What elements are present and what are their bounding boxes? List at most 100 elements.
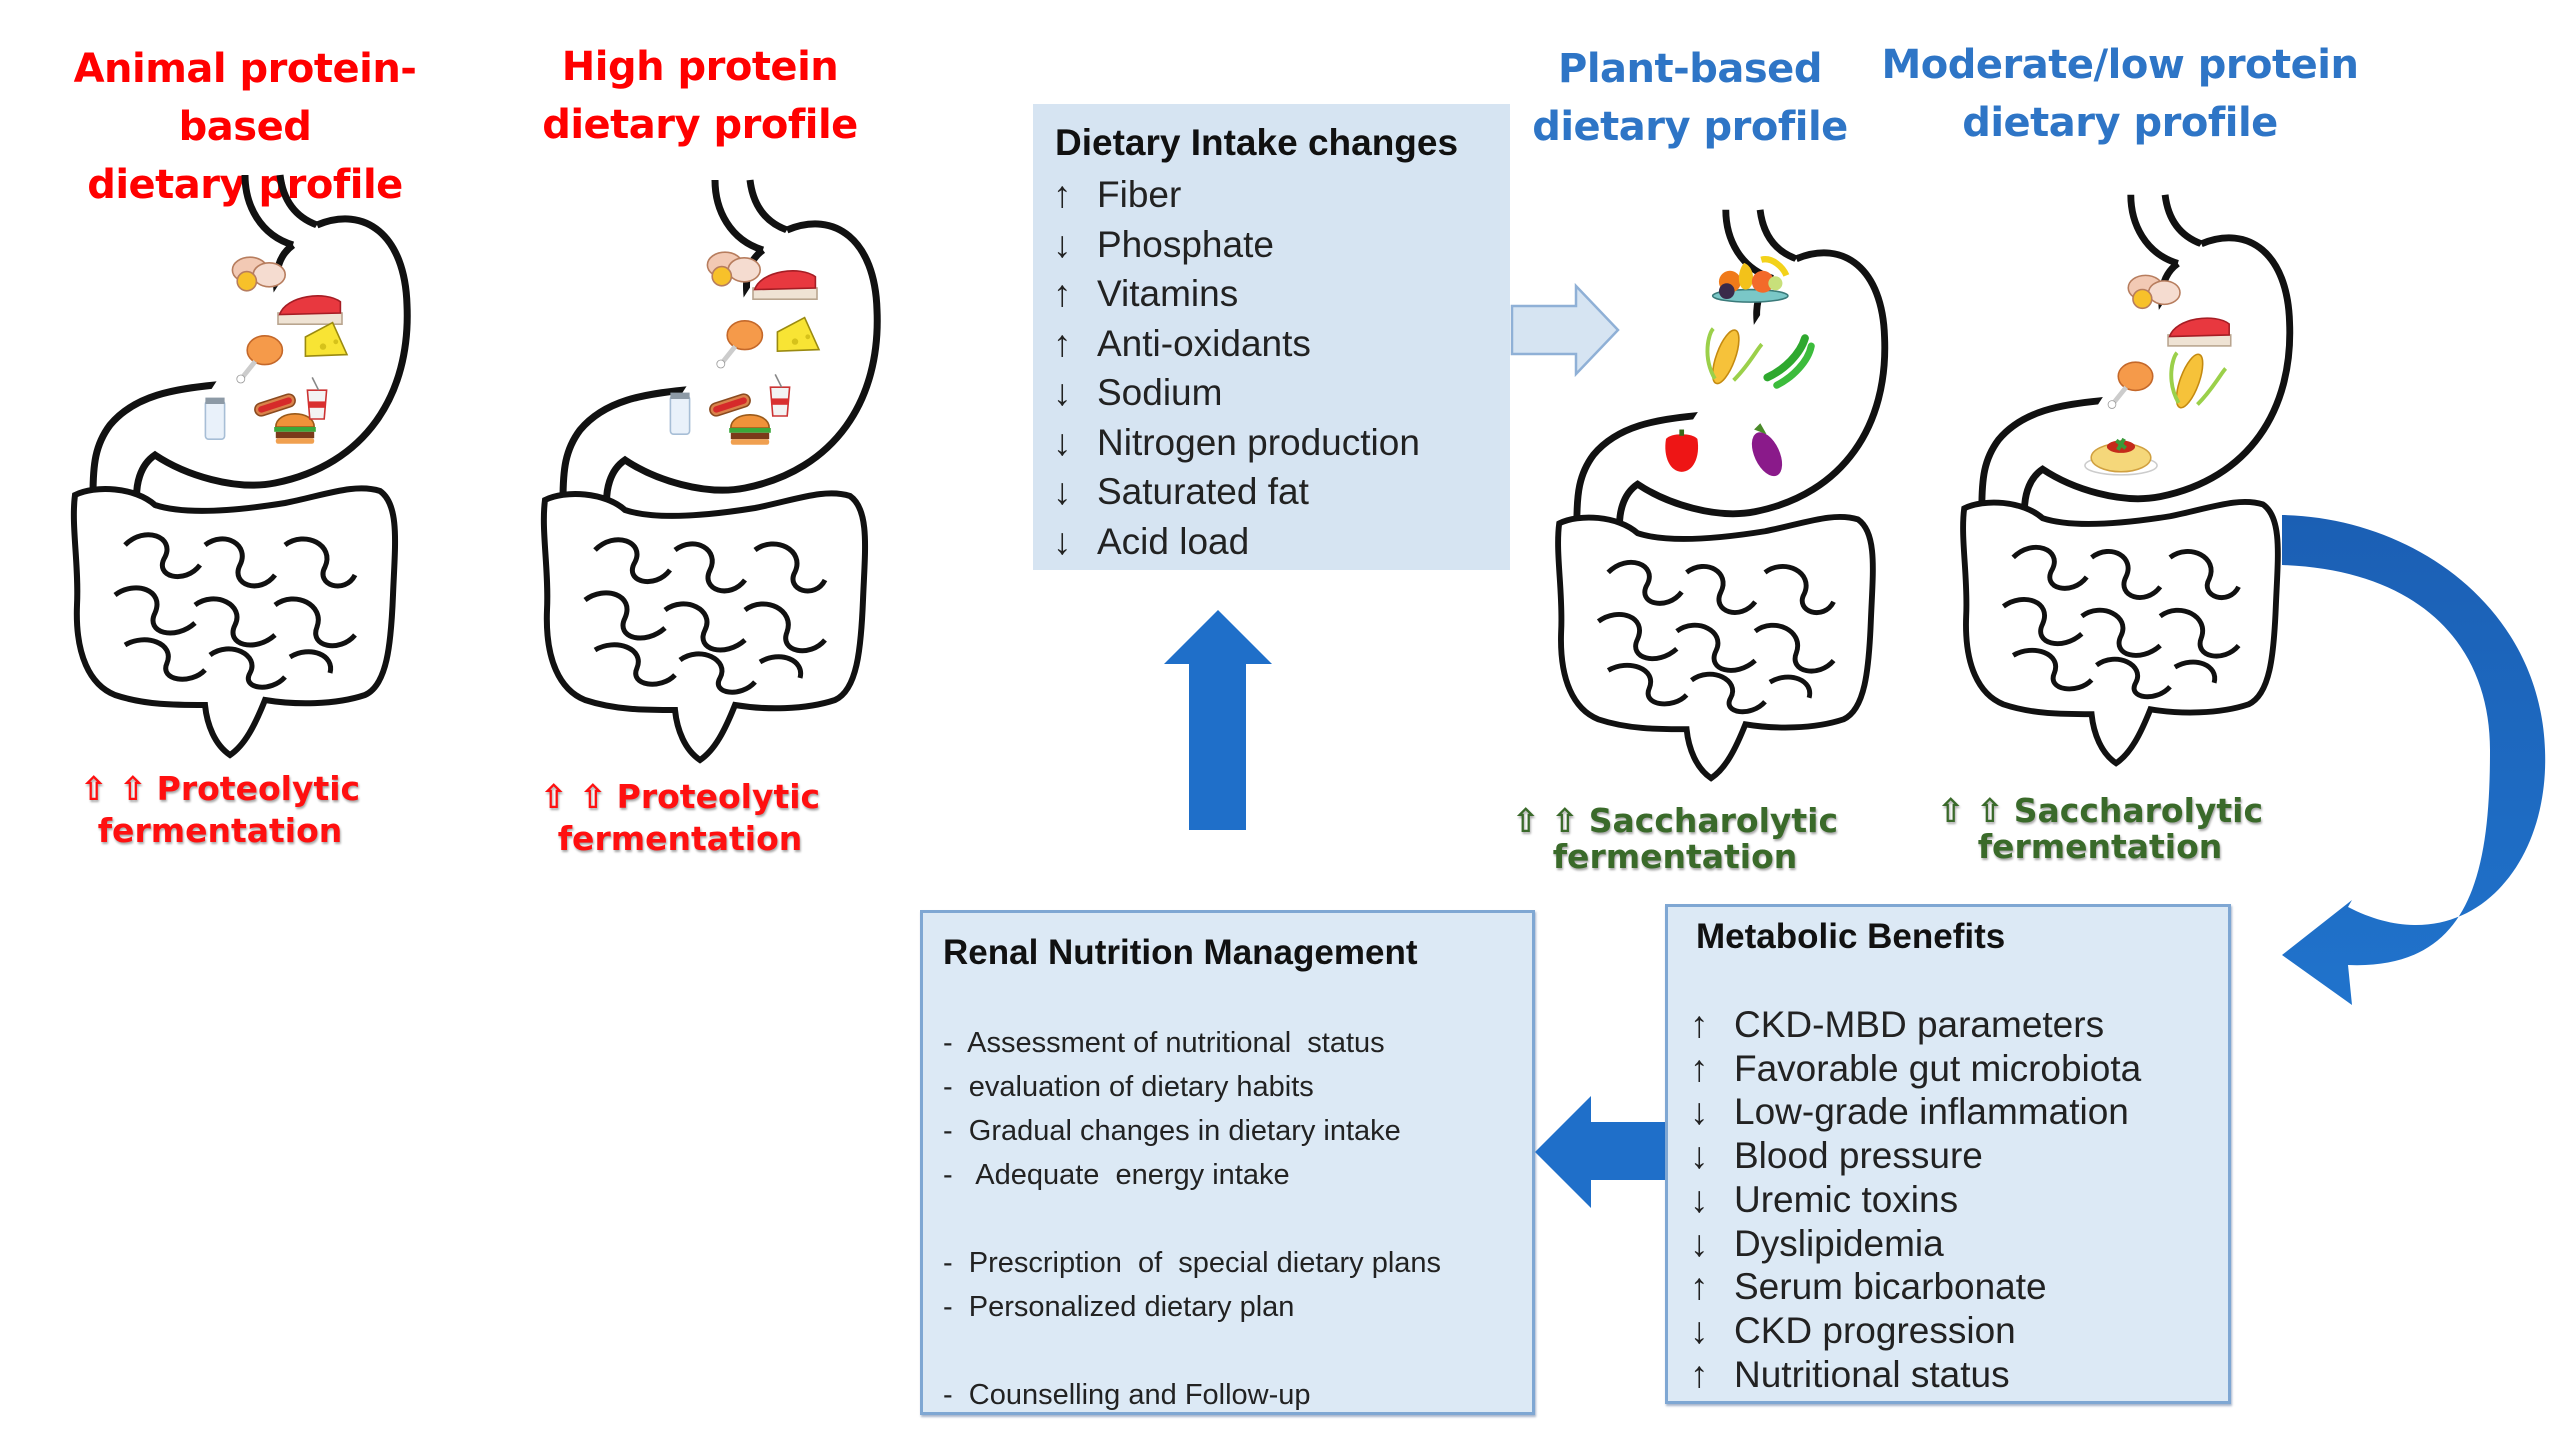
stomach-intestine-icon <box>1960 194 2294 767</box>
direction-arrow-icon: ↓ <box>1690 1309 1709 1351</box>
intake-item: ↓Phosphate <box>1053 220 1510 270</box>
fermentation-type: Proteolytic <box>156 769 361 808</box>
renal-item: - Personalized dietary plan <box>943 1291 1295 1323</box>
metabolic-title: Metabolic Benefits <box>1696 917 2006 956</box>
metabolic-item-label: CKD progression <box>1734 1309 2016 1351</box>
profile-title-moderate-low: Moderate/low protein dietary profile <box>1880 36 2360 152</box>
light-right-arrow-icon <box>1510 282 1620 378</box>
double-up-arrow-icon: ⇧ ⇧ <box>1936 791 2004 830</box>
fermentation-type: Saccharolytic <box>1588 801 1839 840</box>
peas-icon <box>1763 334 1815 389</box>
milk-bottle-icon <box>204 397 226 441</box>
metabolic-item: ↑ Serum bicarbonate <box>1690 1265 2228 1309</box>
fermentation-type: Saccharolytic <box>2013 791 2264 830</box>
renal-item: - Counselling and Follow-up <box>943 1379 1311 1411</box>
intake-item-label: Saturated fat <box>1097 471 1309 512</box>
milk-bottle-icon <box>669 392 691 436</box>
eggplant-icon <box>1751 423 1783 477</box>
stomach-intestine-icon <box>540 179 881 764</box>
intake-item-label: Anti-oxidants <box>1097 322 1311 364</box>
fermentation-label-animal: ⇧ ⇧Proteolytic fermentation <box>40 768 400 852</box>
intake-title: Dietary Intake changes <box>1055 122 1459 163</box>
fruit-bowl-icon <box>1711 256 1790 303</box>
stomach-intestine-icon <box>70 174 411 759</box>
title-line: Animal protein-based <box>73 46 417 150</box>
fermentation-type: Proteolytic <box>616 777 821 816</box>
renal-item: - Prescription of special dietary plans <box>943 1247 1442 1279</box>
title-line: Moderate/low protein <box>1881 42 2359 88</box>
fermentation-label-high-protein: ⇧ ⇧Proteolytic fermentation <box>500 776 860 860</box>
renal-item: - Gradual changes in dietary intake <box>943 1115 1401 1147</box>
fermentation-word: fermentation <box>97 811 343 850</box>
left-arrow-icon <box>1535 1096 1667 1208</box>
metabolic-item-label: Favorable gut microbiota <box>1734 1047 2142 1089</box>
burger-icon <box>729 414 771 445</box>
renal-item: - Assessment of nutritional status <box>943 1027 1385 1059</box>
intake-item-label: Vitamins <box>1097 273 1239 314</box>
chicken-leg-icon <box>716 319 764 369</box>
intake-item: ↓Nitrogen production <box>1053 418 1510 468</box>
spaghetti-icon <box>2084 437 2158 476</box>
intake-item-label: Fiber <box>1097 174 1182 215</box>
fermentation-word: fermentation <box>1977 827 2223 866</box>
profile-title-high-protein: High protein dietary profile <box>520 38 880 154</box>
renal-title: Renal Nutrition Management <box>943 933 1418 972</box>
title-line: dietary profile <box>1532 104 1848 150</box>
title-line: dietary profile <box>542 102 858 148</box>
cheese-icon <box>776 316 821 353</box>
eggs-icon <box>706 251 762 287</box>
direction-arrow-icon: ↑ <box>1053 273 1072 314</box>
metabolic-item: ↓Uremic toxins <box>1690 1178 2228 1222</box>
title-line: High protein <box>561 44 839 90</box>
direction-arrow-icon: ↓ <box>1690 1178 1709 1220</box>
steak-icon <box>752 270 818 301</box>
intake-item: ↓Saturated fat <box>1053 467 1510 517</box>
eggs-icon <box>231 256 287 292</box>
double-up-arrow-icon: ⇧ ⇧ <box>1511 801 1579 840</box>
intake-item: ↑ Anti-oxidants <box>1053 319 1510 369</box>
metabolic-item: ↑Nutritional status <box>1690 1353 2228 1397</box>
fermentation-word: fermentation <box>1552 837 1798 876</box>
intake-item: ↓ Sodium <box>1053 368 1510 418</box>
direction-arrow-icon: ↑ <box>1690 1266 1709 1308</box>
renal-item: - evaluation of dietary habits <box>943 1071 1314 1103</box>
metabolic-item-label: Serum bicarbonate <box>1734 1266 2047 1308</box>
intake-item: ↑ Vitamins <box>1053 269 1510 319</box>
intake-item-label: Phosphate <box>1097 223 1274 265</box>
metabolic-item: ↓ CKD progression <box>1690 1309 2228 1353</box>
title-line: Plant-based <box>1558 46 1822 92</box>
metabolic-item-label: Low-grade inflammation <box>1734 1091 2129 1133</box>
profile-title-animal: Animal protein-based dietary profile <box>10 40 480 214</box>
double-up-arrow-icon: ⇧ ⇧ <box>79 769 147 808</box>
intake-item: ↓ Acid load <box>1053 517 1510 567</box>
direction-arrow-icon: ↓ <box>1053 421 1072 463</box>
double-up-arrow-icon: ⇧ ⇧ <box>539 777 607 816</box>
fermentation-label-plant-based: ⇧ ⇧Saccharolytic fermentation <box>1505 800 1845 878</box>
steak-icon <box>2167 317 2232 347</box>
metabolic-item: ↓ Low-grade inflammation <box>1690 1090 2228 1134</box>
chicken-leg-icon <box>236 334 284 384</box>
burger-icon <box>274 413 316 444</box>
direction-arrow-icon: ↓ <box>1053 372 1072 413</box>
renal-list: - Assessment of nutritional status - eval… <box>923 1021 1532 1417</box>
renal-item: - Adequate energy intake <box>943 1159 1290 1191</box>
steak-icon <box>277 295 343 326</box>
metabolic-benefits-box: Metabolic Benefits ↑ CKD-MBD parameters ↑ F… <box>1665 904 2231 1404</box>
metabolic-item-label: CKD-MBD parameters <box>1734 1004 2105 1045</box>
intake-item-label: Sodium <box>1097 372 1223 413</box>
direction-arrow-icon: ↓ <box>1690 1222 1709 1264</box>
direction-arrow-icon: ↑ <box>1690 1004 1709 1045</box>
intake-list: ↑Fiber↓Phosphate↑Vitamins↑Anti-oxidants↓… <box>1033 170 1510 566</box>
eggs-icon <box>2127 274 2181 310</box>
direction-arrow-icon: ↑ <box>1053 322 1072 364</box>
intake-item-label: Acid load <box>1097 520 1250 562</box>
metabolic-list: ↑ CKD-MBD parameters ↑ Favorable gut microb… <box>1668 1003 2228 1396</box>
direction-arrow-icon: ↓ <box>1690 1091 1709 1133</box>
direction-arrow-icon: ↓ <box>1690 1135 1709 1177</box>
metabolic-item-label: Dyslipidemia <box>1734 1222 1944 1264</box>
cheese-icon <box>304 321 349 358</box>
direction-arrow-icon: ↓ <box>1053 520 1072 562</box>
intake-item: ↑Fiber <box>1053 170 1510 220</box>
fermentation-label-moderate-low: ⇧ ⇧Saccharolytic fermentation <box>1930 790 2270 868</box>
direction-arrow-icon: ↑ <box>1690 1047 1709 1089</box>
